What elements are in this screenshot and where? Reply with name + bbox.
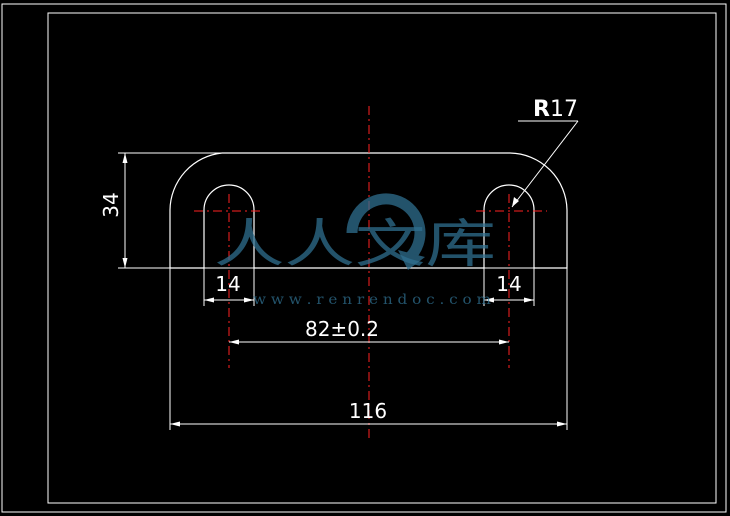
watermark-characters: 人人文库 xyxy=(214,215,496,275)
center-distance-dimension xyxy=(229,339,509,345)
watermark-url: w w w . r e n r e n d o c . c o m xyxy=(253,292,491,308)
outer-frame xyxy=(1,3,727,513)
renrendoc-logo-icon xyxy=(346,193,426,270)
center-distance-text: 82±0.2 xyxy=(305,317,379,341)
center-lines xyxy=(194,106,547,438)
radius-prefix: R xyxy=(533,97,550,122)
height-dimension xyxy=(118,152,222,269)
slot-width-left-dimension xyxy=(203,268,255,306)
watermark: 人人文库 w w w . r e n r e n d o c . c o m xyxy=(214,193,496,308)
radius-leader xyxy=(511,120,579,208)
height-dimension-text: 34 xyxy=(99,192,123,217)
slot-width-right-text: 14 xyxy=(496,272,521,296)
overall-width-dimension xyxy=(169,268,568,430)
slot-width-right-dimension xyxy=(483,268,535,306)
overall-width-text: 116 xyxy=(349,399,387,423)
slot-width-left-text: 14 xyxy=(215,272,240,296)
radius-value: 17 xyxy=(550,97,578,122)
part-outline xyxy=(169,152,568,269)
inner-frame xyxy=(47,12,717,504)
radius-label: R17 xyxy=(533,97,578,122)
